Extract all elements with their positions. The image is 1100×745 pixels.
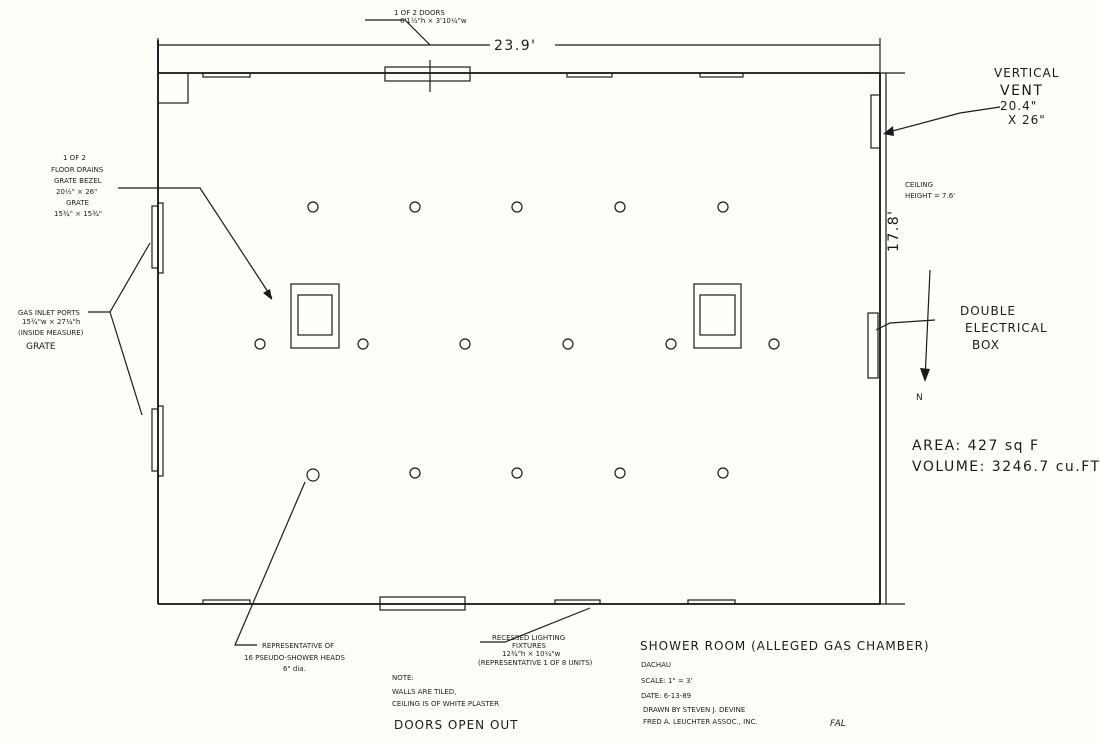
svg-text:1 OF 2: 1 OF 2 — [63, 154, 86, 162]
svg-text:VENT: VENT — [1000, 83, 1043, 99]
shower-head — [768, 338, 780, 350]
svg-text:GRATE: GRATE — [66, 199, 89, 207]
svg-text:HEIGHT = 7.6': HEIGHT = 7.6' — [905, 192, 955, 200]
depth-label: 17.8' — [886, 209, 902, 252]
shower-head — [511, 467, 523, 479]
shower-head — [614, 467, 626, 479]
svg-text:15¾" × 15¾": 15¾" × 15¾" — [54, 210, 102, 218]
svg-text:X 26": X 26" — [1008, 113, 1046, 127]
depth-dimension: 17.8' — [878, 72, 905, 605]
north-label: N — [916, 393, 923, 403]
area-label: AREA: 427 sq F — [912, 438, 1040, 454]
shower-head — [409, 467, 421, 479]
shower-head — [717, 201, 729, 213]
initials-signature: FAL — [830, 719, 846, 729]
shower-head — [306, 468, 320, 482]
shower-head — [562, 338, 574, 350]
svg-text:16 PSEUDO-SHOWER HEADS: 16 PSEUDO-SHOWER HEADS — [244, 654, 345, 662]
electrical-note: DOUBLE ELECTRICAL BOX — [960, 304, 1048, 352]
door-note: 1 OF 2 DOORS 6'1½"h × 3'10¼"w — [394, 9, 467, 25]
width-label: 23.9' — [494, 38, 537, 54]
ceiling-note: CEILING HEIGHT = 7.6' — [905, 181, 955, 200]
shower-head — [511, 201, 523, 213]
svg-text:CEILING: CEILING — [905, 181, 933, 189]
vertical-vent — [870, 94, 881, 149]
shower-head — [307, 201, 319, 213]
svg-text:GRATE: GRATE — [26, 342, 56, 352]
svg-text:NOTE:: NOTE: — [392, 674, 414, 682]
svg-text:REPRESENTATIVE OF: REPRESENTATIVE OF — [262, 642, 334, 650]
svg-text:15¾"w × 27¼"h: 15¾"w × 27¼"h — [22, 318, 80, 326]
svg-text:VERTICAL: VERTICAL — [994, 66, 1059, 80]
svg-text:SHOWER ROOM (ALLEGED GAS CHAMB: SHOWER ROOM (ALLEGED GAS CHAMBER) — [640, 639, 930, 653]
svg-text:DOORS OPEN OUT: DOORS OPEN OUT — [394, 718, 519, 732]
svg-text:6" dia.: 6" dia. — [283, 665, 306, 673]
shower-head — [614, 201, 626, 213]
svg-text:FRED A. LEUCHTER ASSOC., INC.: FRED A. LEUCHTER ASSOC., INC. — [643, 718, 758, 726]
svg-text:12¾"h × 10¼"w: 12¾"h × 10¼"w — [502, 650, 561, 658]
general-notes: NOTE: WALLS ARE TILED, CEILING IS OF WHI… — [392, 674, 519, 732]
shower-head — [254, 338, 266, 350]
svg-text:DACHAU: DACHAU — [641, 661, 671, 669]
drain-note: 1 OF 2 FLOOR DRAINS GRATE BEZEL 20½" × 2… — [51, 154, 104, 218]
doors — [379, 60, 471, 611]
svg-text:20½" × 26": 20½" × 26" — [56, 188, 97, 196]
lighting-note: RECESSED LIGHTING FIXTURES 12¾"h × 10¼"w… — [478, 634, 593, 667]
width-dimension: 23.9' — [157, 38, 881, 73]
svg-text:SCALE: 1" = 3': SCALE: 1" = 3' — [641, 677, 692, 685]
svg-text:(INSIDE MEASURE): (INSIDE MEASURE) — [18, 329, 84, 337]
vent-note: VERTICAL VENT 20.4" X 26" — [994, 66, 1059, 127]
svg-text:DOUBLE: DOUBLE — [960, 304, 1016, 318]
svg-text:FLOOR DRAINS: FLOOR DRAINS — [51, 166, 104, 174]
shower-heads — [254, 201, 780, 482]
shower-head — [665, 338, 677, 350]
svg-text:GRATE BEZEL: GRATE BEZEL — [54, 177, 102, 185]
svg-text:FIXTURES: FIXTURES — [512, 642, 546, 650]
svg-text:WALLS ARE TILED,: WALLS ARE TILED, — [392, 688, 456, 696]
floor-drains — [290, 283, 742, 349]
svg-text:CEILING IS OF WHITE PLASTER: CEILING IS OF WHITE PLASTER — [392, 700, 499, 708]
leader-lines — [88, 19, 1001, 646]
gas-inlet-grates — [151, 202, 164, 477]
svg-text:RECESSED LIGHTING: RECESSED LIGHTING — [492, 634, 565, 642]
svg-text:ELECTRICAL: ELECTRICAL — [965, 321, 1048, 335]
svg-text:DATE: 6-13-89: DATE: 6-13-89 — [641, 692, 691, 700]
title-block: SHOWER ROOM (ALLEGED GAS CHAMBER) DACHAU… — [640, 639, 930, 729]
svg-text:GAS INLET PORTS: GAS INLET PORTS — [18, 309, 80, 317]
svg-text:BOX: BOX — [972, 338, 1000, 352]
room-walls — [157, 40, 881, 605]
svg-text:(REPRESENTATIVE 1 OF 8 UNITS): (REPRESENTATIVE 1 OF 8 UNITS) — [478, 659, 593, 667]
volume-label: VOLUME: 3246.7 cu.FT. — [912, 459, 1100, 475]
shower-note: REPRESENTATIVE OF 16 PSEUDO-SHOWER HEADS… — [244, 642, 345, 673]
shower-head — [459, 338, 471, 350]
svg-text:6'1½"h × 3'10¼"w: 6'1½"h × 3'10¼"w — [400, 17, 467, 25]
svg-text:20.4": 20.4" — [1000, 99, 1037, 113]
svg-text:1 OF 2 DOORS: 1 OF 2 DOORS — [394, 9, 445, 17]
svg-text:DRAWN BY STEVEN J. DEVINE: DRAWN BY STEVEN J. DEVINE — [643, 706, 745, 714]
shower-head — [717, 467, 729, 479]
electrical-box — [867, 312, 879, 379]
shower-head — [409, 201, 421, 213]
lighting-fixtures — [202, 72, 744, 605]
gas-inlet-note: GAS INLET PORTS 15¾"w × 27¼"h (INSIDE ME… — [18, 309, 84, 352]
shower-head — [357, 338, 369, 350]
